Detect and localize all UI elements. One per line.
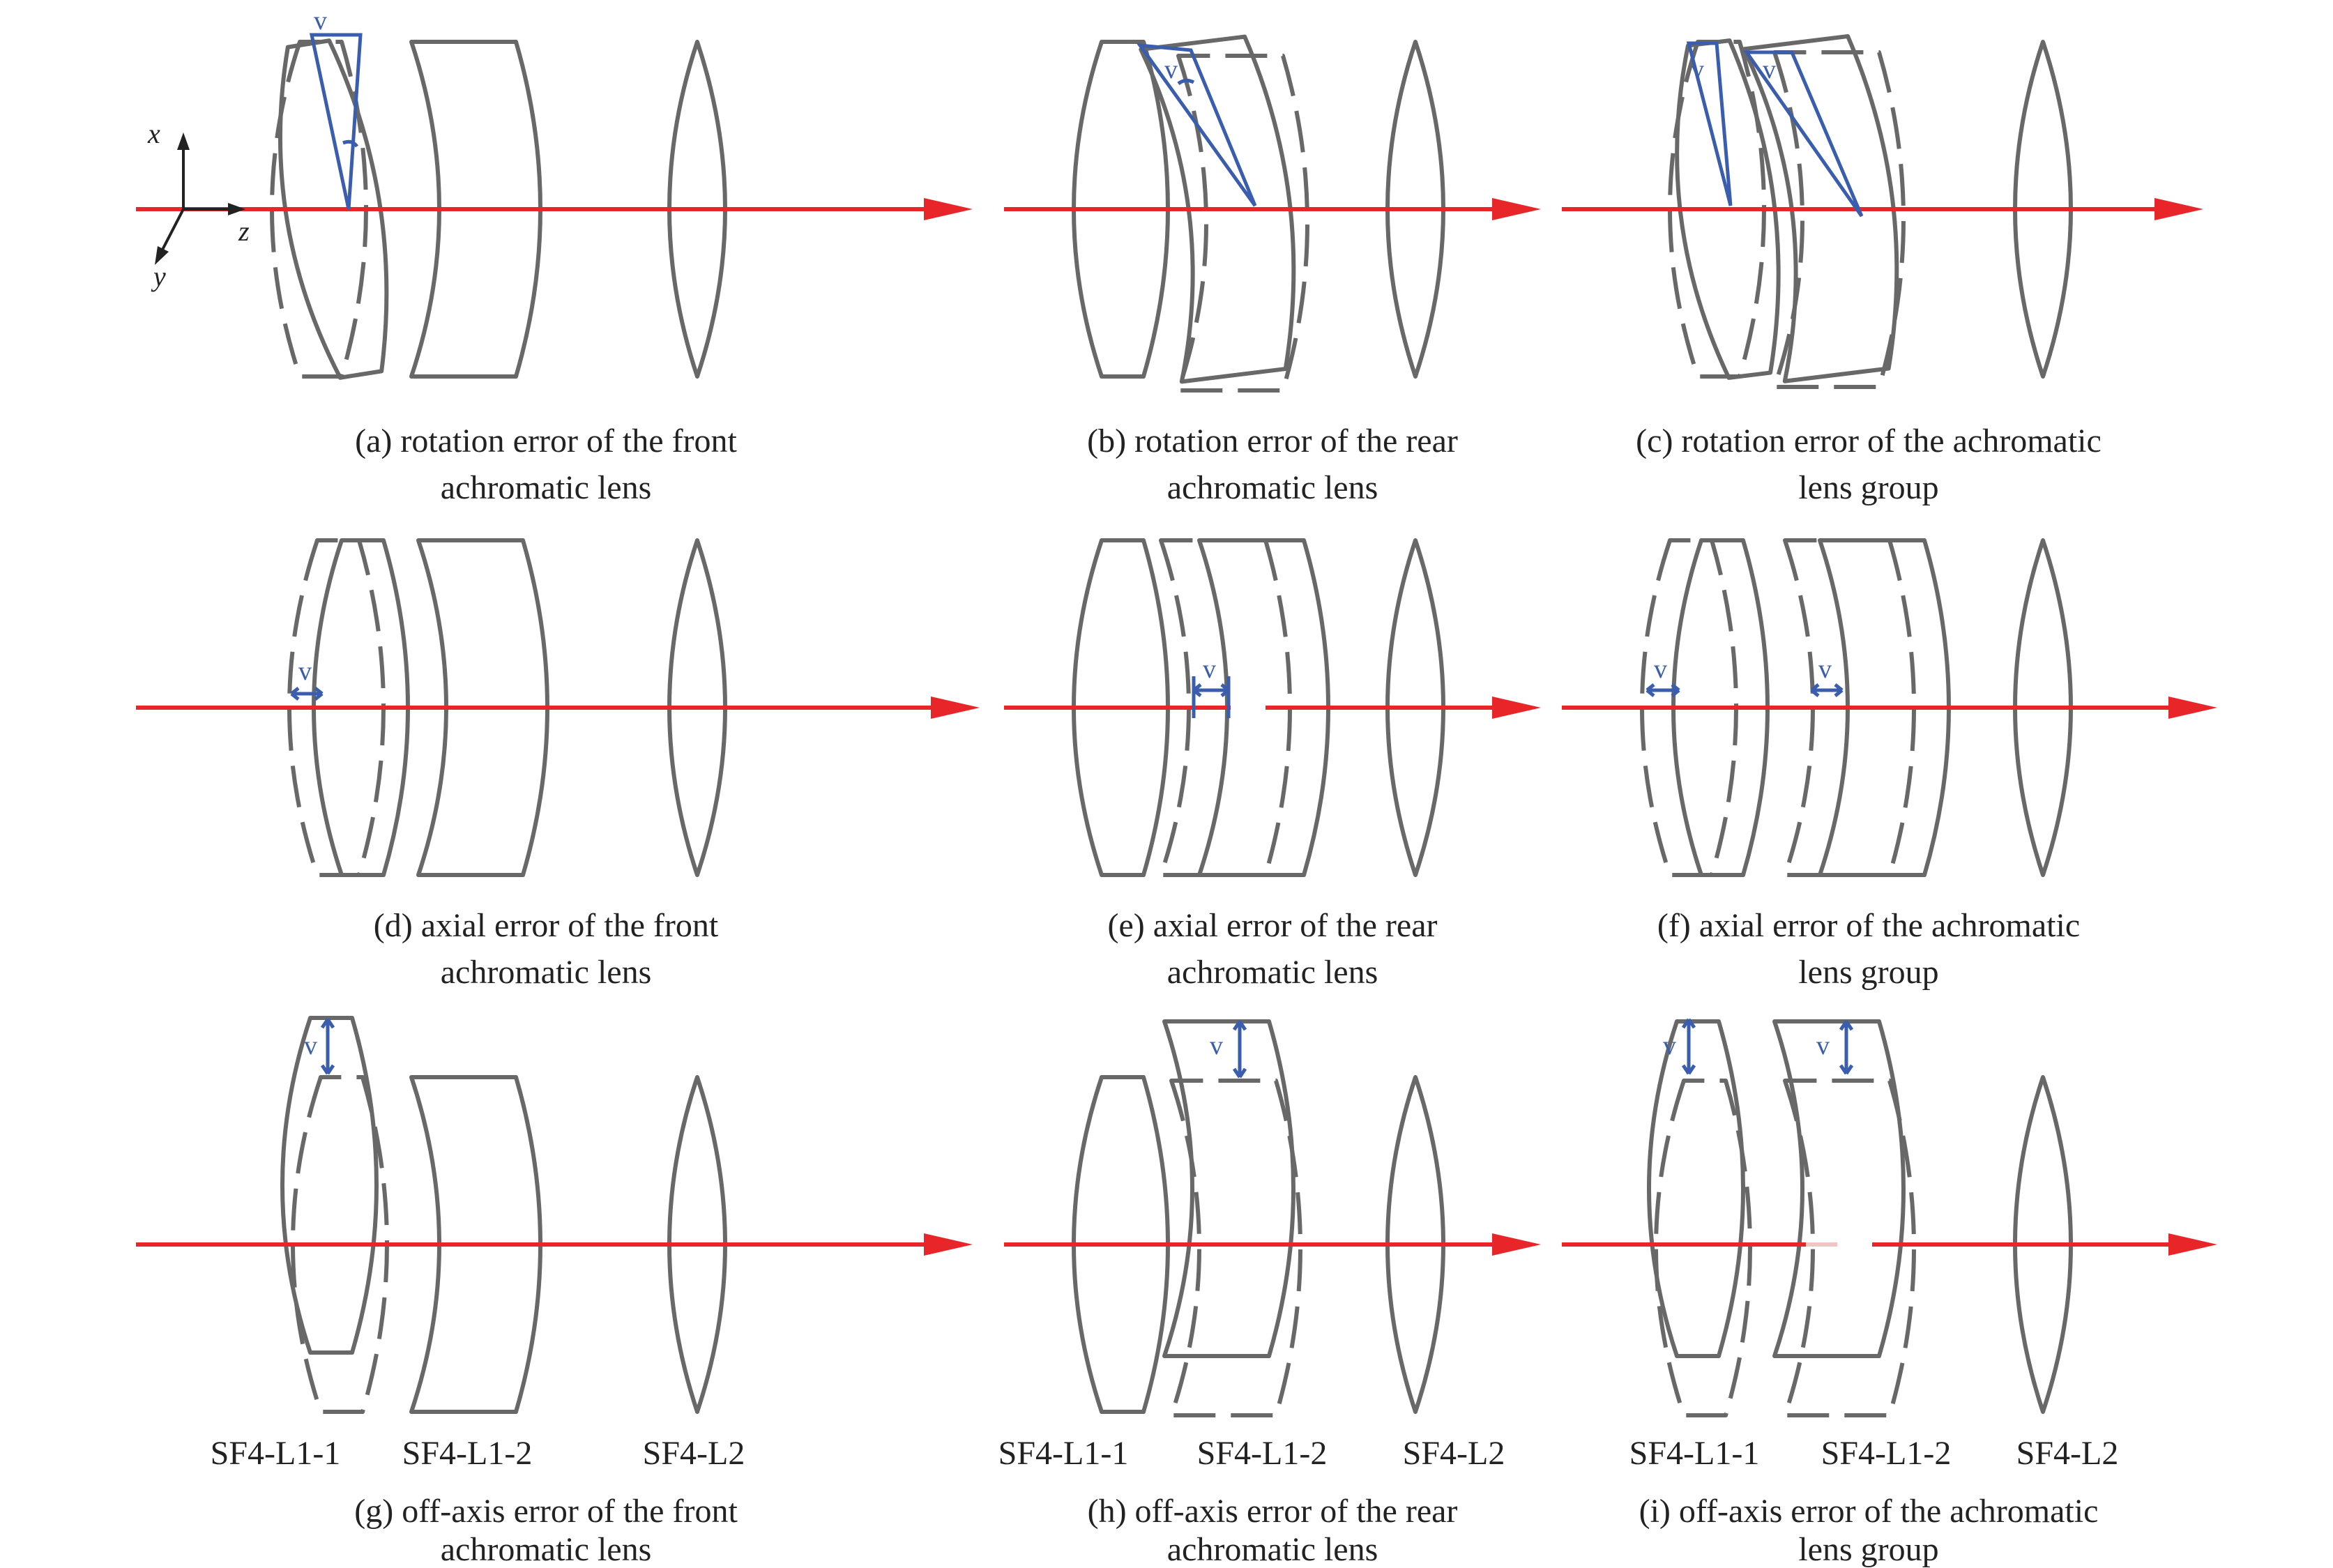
svg-text:(f) axial error of the achroma: (f) axial error of the achromatic: [1657, 907, 2080, 944]
lens-labels-i: SF4-L1-1 SF4-L1-2 SF4-L2: [1629, 1435, 2119, 1472]
error-symbol-front: v: [1654, 655, 1667, 684]
rotation-angle-marker-rear: [1743, 50, 1864, 218]
panel-f-drawing: v v: [1562, 540, 2217, 875]
caption-h: (h) off-axis error of the rear achromati…: [1088, 1493, 1458, 1568]
svg-text:achromatic lens: achromatic lens: [1167, 1531, 1378, 1568]
label-sf4-l1-1: SF4-L1-1: [211, 1435, 341, 1472]
rotation-angle-marker: [1136, 43, 1257, 207]
error-symbol-rear: v: [1818, 655, 1832, 684]
coordinate-axes: x z y: [147, 118, 250, 292]
ray-arrowhead: [1492, 1233, 1541, 1256]
panel-g-drawing: v: [136, 1018, 973, 1412]
error-symbol: v: [1203, 655, 1216, 684]
axial-shift-marker: [290, 687, 324, 701]
axis-z-label: z: [238, 215, 250, 247]
ray-arrowhead: [2155, 198, 2203, 220]
svg-text:achromatic lens: achromatic lens: [441, 1531, 652, 1568]
error-symbol-rear: v: [1816, 1031, 1830, 1060]
caption-f: (f) axial error of the achromatic lens g…: [1657, 907, 2080, 991]
svg-text:(e) axial error of the rear: (e) axial error of the rear: [1107, 907, 1437, 944]
svg-text:achromatic lens: achromatic lens: [441, 954, 652, 991]
lens-labels-g: SF4-L1-1 SF4-L1-2 SF4-L2: [211, 1435, 745, 1472]
label-sf4-l1-2: SF4-L1-2: [402, 1435, 533, 1472]
rear-lens-shifted: [1775, 1021, 1903, 1356]
lens-labels-h: SF4-L1-1 SF4-L1-2 SF4-L2: [998, 1435, 1505, 1472]
ray-arrowhead: [924, 198, 973, 220]
axial-shift-marker-rear: [1810, 683, 1844, 697]
error-symbol: v: [314, 6, 327, 36]
svg-text:(g) off-axis error of the fron: (g) off-axis error of the front: [354, 1493, 738, 1530]
axis-y-label: y: [151, 261, 166, 292]
panel-i-drawing: v v: [1562, 1018, 2217, 1415]
rear-lens-nominal: [1785, 1081, 1914, 1415]
panel-d-drawing: v: [136, 540, 980, 875]
off-axis-shift-marker: [1232, 1020, 1247, 1079]
svg-text:lens group: lens group: [1798, 954, 1938, 991]
svg-text:(c) rotation error of the achr: (c) rotation error of the achromatic: [1636, 423, 2102, 459]
front-lens-shifted: [1649, 1021, 1743, 1356]
error-symbol: v: [1164, 55, 1178, 84]
label-sf4-l1-2: SF4-L1-2: [1821, 1435, 1952, 1472]
svg-text:achromatic lens: achromatic lens: [1167, 954, 1378, 991]
panel-b-drawing: v: [1004, 33, 1541, 390]
ray-arrowhead: [931, 697, 980, 719]
svg-text:(d) axial error of the front: (d) axial error of the front: [374, 907, 719, 944]
caption-i: (i) off-axis error of the achromatic len…: [1639, 1493, 2099, 1568]
rotation-angle-marker: [309, 33, 363, 210]
label-sf4-l2: SF4-L2: [1403, 1435, 1505, 1472]
off-axis-shift-marker: [320, 1018, 335, 1075]
ray-arrowhead: [1492, 697, 1541, 719]
caption-d: (d) axial error of the front achromatic …: [374, 907, 719, 991]
off-axis-shift-marker-front: [1681, 1018, 1696, 1075]
panel-c-drawing: v v: [1562, 33, 2203, 387]
svg-text:(h) off-axis error of the rear: (h) off-axis error of the rear: [1088, 1493, 1458, 1530]
error-symbol: v: [1210, 1031, 1223, 1060]
svg-text:achromatic lens: achromatic lens: [441, 469, 652, 506]
label-sf4-l2: SF4-L2: [643, 1435, 745, 1472]
caption-e: (e) axial error of the rear achromatic l…: [1107, 907, 1437, 991]
label-sf4-l1-1: SF4-L1-1: [1629, 1435, 1760, 1472]
error-symbol: v: [304, 1031, 317, 1060]
svg-text:(b) rotation error of the rear: (b) rotation error of the rear: [1087, 423, 1458, 459]
ray-arrowhead: [924, 1233, 973, 1256]
error-symbol-rear: v: [1763, 55, 1776, 84]
panel-e-drawing: v: [1004, 540, 1541, 875]
ray-arrowhead: [1492, 198, 1541, 220]
axis-x-label: x: [147, 118, 160, 149]
error-symbol: v: [298, 657, 312, 686]
svg-text:(i) off-axis error of the achr: (i) off-axis error of the achromatic: [1639, 1493, 2099, 1530]
front-lens-nominal: [1656, 1081, 1750, 1415]
label-sf4-l1-2: SF4-L1-2: [1197, 1435, 1328, 1472]
off-axis-shift-marker-rear: [1839, 1020, 1854, 1075]
svg-text:achromatic lens: achromatic lens: [1167, 469, 1378, 506]
svg-text:(a) rotation error of the fron: (a) rotation error of the front: [355, 423, 737, 459]
rotation-angle-marker-front: [1686, 41, 1733, 206]
svg-text:lens group: lens group: [1798, 469, 1938, 506]
label-sf4-l2: SF4-L2: [2016, 1435, 2119, 1472]
caption-c: (c) rotation error of the achromatic len…: [1636, 423, 2102, 506]
panel-h-drawing: v: [1004, 1021, 1541, 1415]
svg-text:lens group: lens group: [1798, 1531, 1938, 1568]
label-sf4-l1-1: SF4-L1-1: [998, 1435, 1129, 1472]
caption-a: (a) rotation error of the front achromat…: [355, 423, 737, 506]
ray-arrowhead: [2168, 697, 2217, 719]
error-symbol-front: v: [1663, 1031, 1676, 1060]
caption-g: (g) off-axis error of the front achromat…: [354, 1493, 738, 1568]
panel-a-drawing: v: [136, 6, 973, 382]
axial-shift-marker-front: [1646, 683, 1680, 697]
error-symbol-front: v: [1691, 55, 1704, 84]
axial-shift-marker: [1192, 676, 1231, 718]
rear-lens-shifted: [1164, 1021, 1293, 1356]
ray-arrowhead: [2168, 1233, 2217, 1256]
caption-b: (b) rotation error of the rear achromati…: [1087, 423, 1458, 506]
